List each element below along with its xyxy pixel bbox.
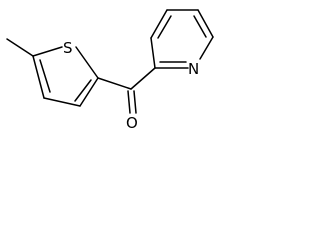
- structure-diagram: S N O: [6, 9, 214, 132]
- thiophene-bond-c2-c3: [79, 77, 99, 107]
- pyridine-bond-c6-c5: [197, 9, 214, 38]
- thiophene-bond-c4-c5: [32, 55, 45, 99]
- oxygen-atom-label: O: [126, 114, 138, 132]
- thiophene-bond-c3-c4: [43, 97, 81, 107]
- pyridine-bond-c6-c5-inner: [193, 15, 207, 38]
- pyridine-bond-n-c6: [199, 36, 214, 60]
- thiophene-bond-s-c2: [75, 46, 99, 79]
- methyl-bond: [6, 38, 34, 57]
- thiophene-bond-c4-c5-inner: [39, 59, 51, 93]
- carbonyl-bond-thiophene: [97, 77, 132, 90]
- pyridine-bond-c4-c3: [150, 9, 168, 39]
- sulfur-atom-label: S: [63, 39, 73, 57]
- carbonyl-double-bond-left: [127, 90, 131, 114]
- carbonyl-double-bond-right: [133, 90, 137, 114]
- nitrogen-atom-label: N: [188, 60, 199, 78]
- thiophene-bond-c2-c3-inner: [74, 79, 92, 102]
- pyridine-bond-c4-c3-inner: [157, 15, 172, 39]
- thiophene-bond-c5-s: [32, 46, 63, 57]
- carbonyl-bond-pyridine: [130, 67, 156, 90]
- pyridine-bond-c3-c2: [150, 37, 156, 69]
